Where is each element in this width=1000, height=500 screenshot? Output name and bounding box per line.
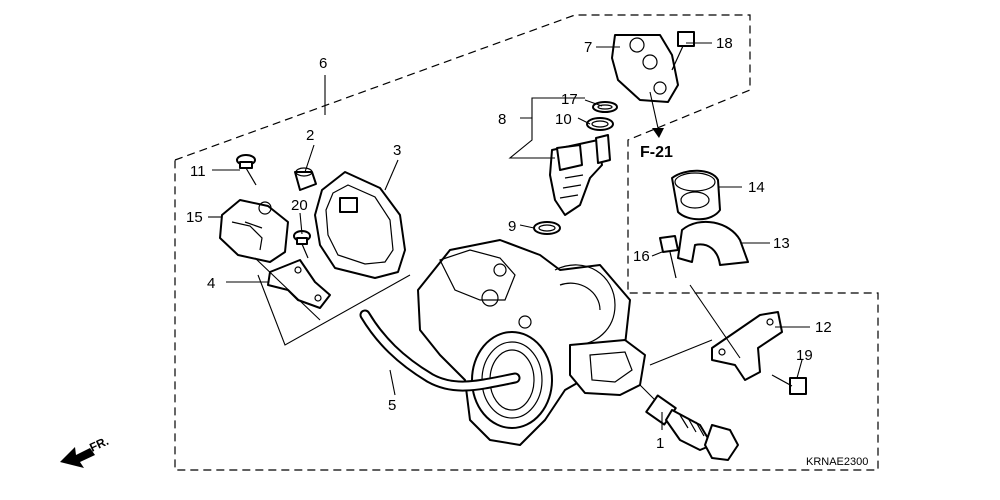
callout-6: 6 xyxy=(319,55,327,72)
bolt-2 xyxy=(294,167,317,191)
o-ring-10 xyxy=(586,117,614,131)
insulator xyxy=(671,169,721,221)
front-arrow-icon xyxy=(60,447,95,468)
bracket-right xyxy=(711,311,783,381)
callout-12: 12 xyxy=(815,319,832,336)
reference-arrow-icon xyxy=(649,91,664,138)
sensor xyxy=(219,199,289,263)
assembly-boundary xyxy=(174,14,879,471)
callout-1: 1 xyxy=(656,435,664,452)
front-label: FR. xyxy=(87,434,110,455)
o-ring-17 xyxy=(592,101,618,113)
callout-5: 5 xyxy=(388,397,396,414)
callout-16: 16 xyxy=(633,248,650,265)
o-ring-9 xyxy=(533,221,561,235)
callout-15: 15 xyxy=(186,209,203,226)
bracket-left xyxy=(267,259,331,309)
callout-8: 8 xyxy=(498,111,506,128)
throttle-shaft xyxy=(639,384,739,461)
callout-3: 3 xyxy=(393,142,401,159)
callout-17: 17 xyxy=(561,91,578,108)
callout-14: 14 xyxy=(748,179,765,196)
bolt-16 xyxy=(659,235,679,279)
hose xyxy=(359,309,521,392)
throttle-body xyxy=(417,239,646,446)
callout-11: 11 xyxy=(190,163,206,180)
fuel-joint xyxy=(611,34,679,103)
bolt-18 xyxy=(671,31,695,71)
diagram-code: KRNAE2300 xyxy=(806,456,868,468)
callout-19: 19 xyxy=(796,347,813,364)
reference-label: F-21 xyxy=(640,144,673,161)
callout-9: 9 xyxy=(508,218,516,235)
callout-13: 13 xyxy=(773,235,790,252)
injector xyxy=(549,134,611,216)
leader-lines xyxy=(208,42,810,430)
callout-7: 7 xyxy=(584,39,592,56)
bolt-11 xyxy=(236,154,257,186)
callout-4: 4 xyxy=(207,275,215,292)
callout-18: 18 xyxy=(716,35,733,52)
gasket-cover xyxy=(314,171,406,279)
clamp xyxy=(677,220,749,266)
callout-10: 10 xyxy=(555,111,572,128)
bolt-19 xyxy=(771,374,807,395)
bolt-20 xyxy=(293,230,311,259)
callout-2: 2 xyxy=(306,127,314,144)
callout-20: 20 xyxy=(291,197,308,214)
